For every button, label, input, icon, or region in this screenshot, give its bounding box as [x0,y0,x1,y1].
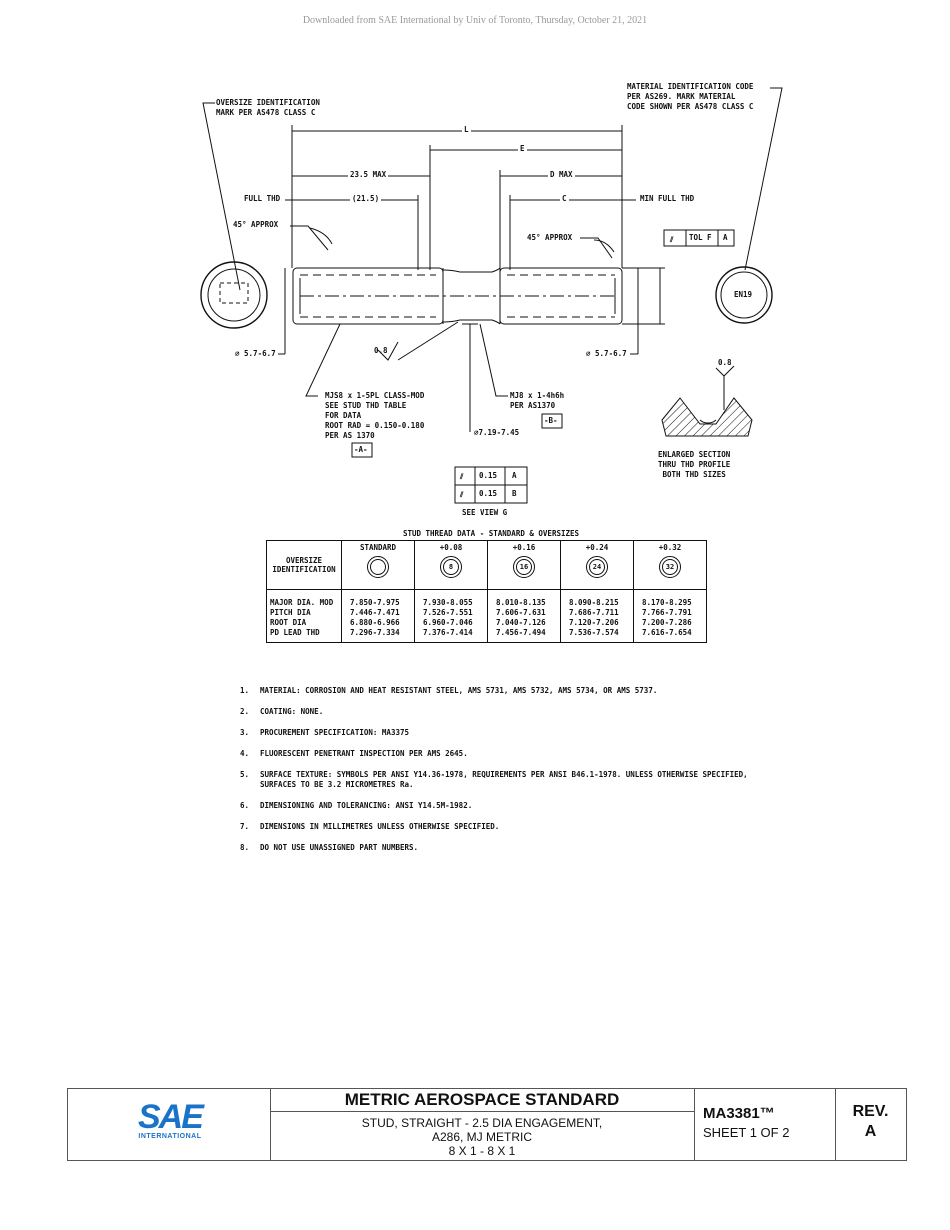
part-number-cell: MA3381™ SHEET 1 OF 2 [695,1089,836,1160]
title-cell: METRIC AEROSPACE STANDARD STUD, STRAIGHT… [270,1089,695,1160]
dim-L: L [462,125,471,135]
dim-23-5-max: 23.5 MAX [348,170,389,180]
see-view-g-label: SEE VIEW G [462,508,508,517]
approx-45-right: 45° APPROX [527,233,573,242]
oversize-8-mark-icon: 8 [440,556,462,578]
note-item: 6.DIMENSIONING AND TOLERANCING: ANSI Y14… [240,801,473,810]
dim-C: C [560,194,569,204]
finish-left-label: 0.8 [374,346,388,355]
view-g-tol-2: 0.15 [479,489,498,498]
download-note: Downloaded from SAE International by Uni… [302,15,648,26]
rev-label: REV. [852,1103,889,1120]
note-item: 8.DO NOT USE UNASSIGNED PART NUMBERS. [240,843,419,852]
datum-b-label: -B- [544,416,558,425]
view-g-datum-1: A [512,471,517,480]
note-item: 1.MATERIAL: CORROSION AND HEAT RESISTANT… [240,686,658,695]
oversize-16-mark-icon: 16 [513,556,535,578]
revision-cell: REV. A [835,1089,906,1160]
stud-drawing: ⫽ ⫽ ⫽ [200,87,783,504]
sheet-number: SHEET 1 OF 2 [703,1125,790,1140]
oversize-24-mark-icon: 24 [586,556,608,578]
general-notes: 1.MATERIAL: CORROSION AND HEAT RESISTANT… [240,686,800,864]
view-g-datum-2: B [512,489,517,498]
note-item: 4.FLUORESCENT PENETRANT INSPECTION PER A… [240,749,468,758]
part-number: MA3381™ [703,1105,775,1122]
min-full-thd-label: MIN FULL THD [640,194,695,203]
thread-table-title: STUD THREAD DATA - STANDARD & OVERSIZES [402,529,580,538]
logo-cell: SAE INTERNATIONAL [68,1089,271,1160]
note-item: 2.COATING: NONE. [240,707,324,716]
dia-right-label: ⌀ 5.7-6.7 [586,349,627,358]
dim-E: E [518,144,527,154]
svg-text:⫽: ⫽ [459,472,464,481]
svg-text:⫽: ⫽ [459,490,464,499]
note-item: 7.DIMENSIONS IN MILLIMETRES UNLESS OTHER… [240,822,500,831]
col-header-standard: STANDARD [341,540,415,590]
standard-mark-icon [367,556,389,578]
finish-right-label: 0.8 [718,358,732,367]
note-item: 5.SURFACE TEXTURE: SYMBOLS PER ANSI Y14.… [240,770,748,789]
tol-f-label: TOL F [689,233,712,242]
shank-dia-label: ⌀7.19-7.45 [474,428,520,437]
svg-text:⫽: ⫽ [669,235,674,244]
dim-21-5: (21.5) [350,194,382,204]
oversize-32-mark-icon: 32 [659,556,681,578]
standard-type: METRIC AEROSPACE STANDARD [270,1089,694,1112]
full-thd-label: FULL THD [244,194,281,203]
end-marking-label: EN19 [734,290,753,299]
view-g-tol-1: 0.15 [479,471,498,480]
part-description: STUD, STRAIGHT - 2.5 DIA ENGAGEMENT, A28… [361,1116,603,1158]
rev-value: A [864,1123,877,1140]
sae-logo: SAE INTERNATIONAL [138,1098,204,1140]
approx-45-left: 45° APPROX [233,220,279,229]
note-item: 3.PROCUREMENT SPECIFICATION: MA3375 [240,728,410,737]
tol-datum-a: A [723,233,728,242]
dim-d-max: D MAX [548,170,575,180]
title-block: SAE INTERNATIONAL METRIC AEROSPACE STAND… [67,1088,907,1161]
datum-a-label: -A- [354,445,368,454]
dia-left-label: ⌀ 5.7-6.7 [235,349,276,358]
